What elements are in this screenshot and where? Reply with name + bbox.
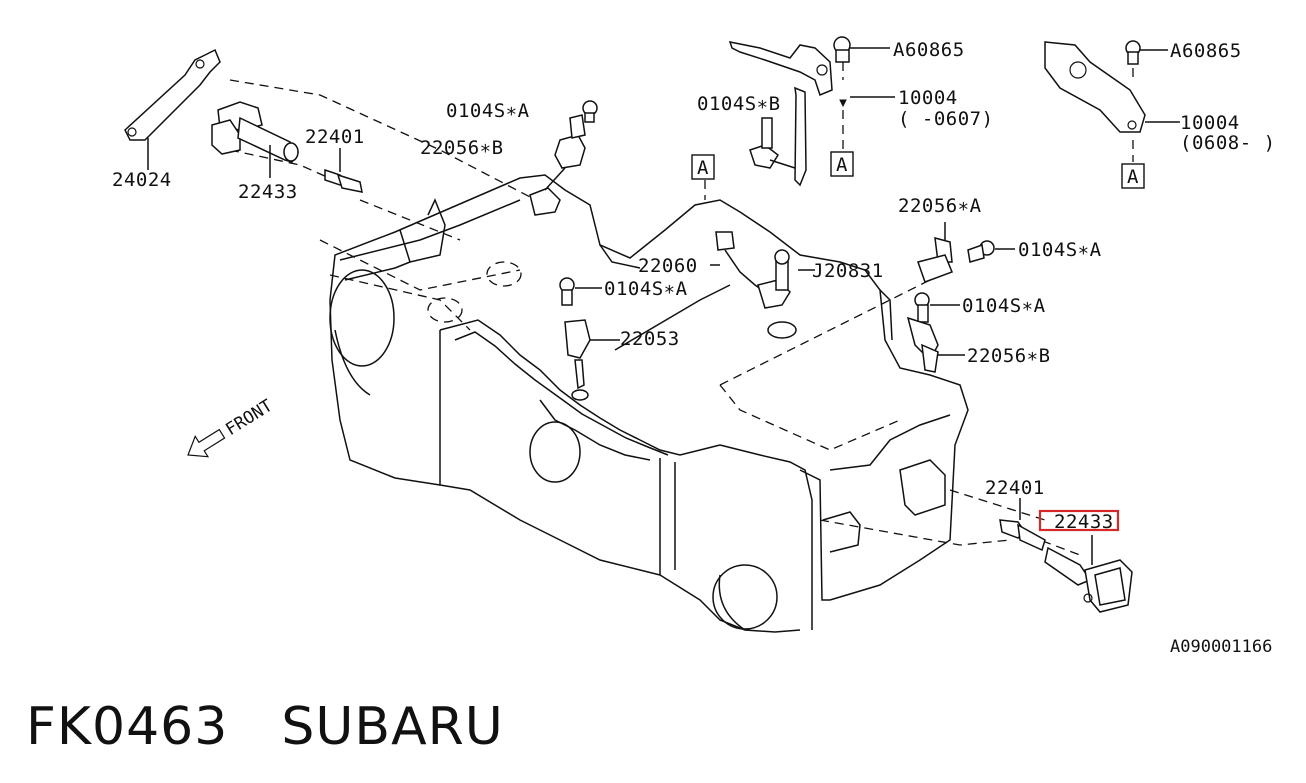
label-10004-1-range: ( -0607) xyxy=(898,108,994,130)
ref-a-1: A xyxy=(697,157,709,179)
sensor-22053 xyxy=(559,277,731,401)
label-10004-2: 10004 xyxy=(1180,112,1240,134)
sensor-22056b-right xyxy=(906,292,965,373)
label-0104s-a-3: 0104S∗A xyxy=(604,278,688,300)
label-10004-2-range: (0608- ) xyxy=(1180,132,1276,154)
diagram-id: A090001166 xyxy=(1170,637,1272,657)
engine-block xyxy=(329,174,969,633)
label-22060: 22060 xyxy=(638,255,698,277)
label-22056-b-2: 22056∗B xyxy=(967,345,1051,367)
dashed-leaders xyxy=(229,62,1134,556)
label-24024: 24024 xyxy=(112,169,172,191)
part-labels: 24024 22433 22401 0104S∗A 22056∗B 0104S∗… xyxy=(112,39,1276,657)
label-10004-1: 10004 xyxy=(898,87,958,109)
label-a60865-1: A60865 xyxy=(893,39,965,61)
bracket-24024 xyxy=(124,48,221,170)
sensor-22060 xyxy=(710,231,815,339)
label-22433-bottom: 22433 xyxy=(1054,511,1114,533)
label-22433-top: 22433 xyxy=(238,181,298,203)
spark-plug-top xyxy=(324,148,363,193)
label-j20831: J20831 xyxy=(812,260,884,282)
ignition-coil-top xyxy=(211,101,299,178)
ref-a-3: A xyxy=(1127,166,1139,188)
label-22053: 22053 xyxy=(620,328,680,350)
reference-markers xyxy=(691,151,1145,189)
sensor-22056b-top xyxy=(529,100,598,216)
label-22056-b-1: 22056∗B xyxy=(420,137,504,159)
label-22401-top: 22401 xyxy=(305,126,365,148)
bracket-10004-late xyxy=(1044,40,1180,133)
sensor-22056a xyxy=(917,222,1015,283)
label-0104s-a-2: 0104S∗A xyxy=(1018,239,1102,261)
label-22401-bottom: 22401 xyxy=(985,477,1045,499)
label-22056-a: 22056∗A xyxy=(898,195,982,217)
bracket-10004-early xyxy=(728,36,895,187)
label-a60865-2: A60865 xyxy=(1170,40,1242,62)
label-0104s-a-1: 0104S∗A xyxy=(446,100,530,122)
ref-a-2: A xyxy=(836,154,848,176)
front-label: FRONT xyxy=(222,396,276,440)
ignition-coil-bottom xyxy=(1044,535,1133,613)
spark-plug-bottom xyxy=(999,498,1046,552)
highlight-box-22433 xyxy=(1038,509,1120,532)
front-arrow: FRONT xyxy=(187,396,276,458)
label-0104s-b: 0104S∗B xyxy=(697,93,781,115)
page-caption: FK0463 SUBARU xyxy=(26,697,504,757)
label-0104s-a-4: 0104S∗A xyxy=(962,295,1046,317)
